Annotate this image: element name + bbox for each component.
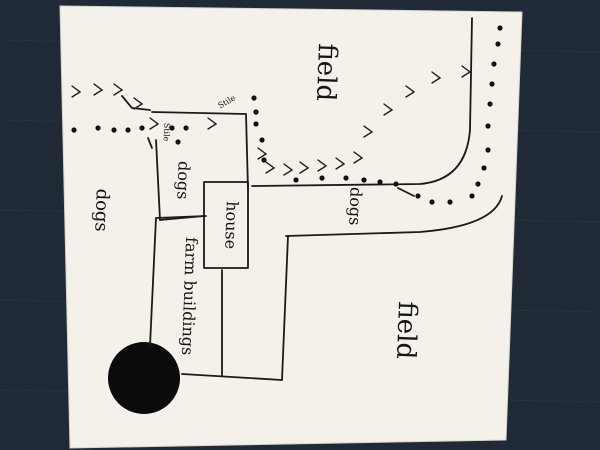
track-outer-curve [251, 17, 473, 187]
road-line-upper [121, 95, 151, 111]
map-lines [121, 17, 503, 381]
stile-label-lower: Stile [162, 123, 172, 142]
house-plot-outline [151, 111, 249, 191]
direction-arrows [71, 65, 472, 176]
road-vertical-right [281, 235, 289, 381]
dogs-label-center: dogs [173, 161, 193, 200]
road-line-left-lower [147, 137, 153, 149]
field-label-top: field [310, 43, 342, 102]
dogs-label-left: dogs [90, 188, 112, 232]
farm-buildings-box [149, 215, 207, 347]
house-plot-left [155, 139, 161, 221]
farm-buildings-label: farm buildings [178, 237, 201, 356]
field-label-bottom: field [390, 301, 422, 360]
track-accent [397, 187, 415, 197]
road-bottom [181, 373, 283, 381]
dogs-label-right: dogs [345, 187, 365, 226]
house-label: house [221, 201, 242, 250]
footpath-dots [71, 25, 503, 205]
paper-sheet [59, 5, 523, 449]
paper-hole [108, 342, 180, 414]
house-box [203, 181, 249, 269]
track-inner-curve [285, 195, 503, 237]
